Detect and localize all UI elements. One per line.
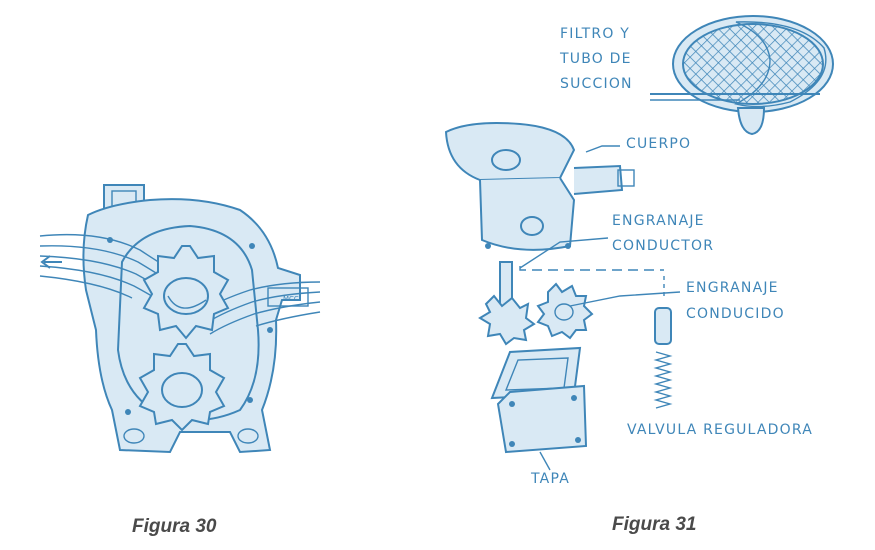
gear-pump-cutaway: MCC <box>39 184 321 454</box>
pump-body <box>444 122 635 251</box>
label-filtro-line2: TUBO DE <box>559 51 632 67</box>
svg-text:MCC: MCC <box>283 295 299 303</box>
label-valvula-reguladora: VALVULA REGULADORA <box>627 422 813 438</box>
label-engranaje-conducido-line1: ENGRANAJE <box>686 280 779 296</box>
label-engranaje-conducido-line2: CONDUCIDO <box>686 306 785 322</box>
label-engranaje-conductor-line1: ENGRANAJE <box>612 213 705 229</box>
label-engranaje-conductor-line2: CONDUCTOR <box>612 238 714 254</box>
pump-cover <box>496 384 588 454</box>
driven-gear <box>536 282 594 340</box>
label-tapa: TAPA <box>530 471 570 487</box>
suction-filter <box>650 15 834 136</box>
figure-30-caption: Figura 30 <box>132 516 217 537</box>
label-filtro-line3: SUCCION <box>560 76 633 92</box>
figure-31-caption: Figura 31 <box>612 514 697 535</box>
label-cuerpo: CUERPO <box>626 136 691 152</box>
driving-gear <box>478 261 536 346</box>
label-filtro-line1: FILTRO Y <box>560 26 630 42</box>
relief-valve <box>653 307 673 409</box>
leader-lines <box>519 145 681 471</box>
